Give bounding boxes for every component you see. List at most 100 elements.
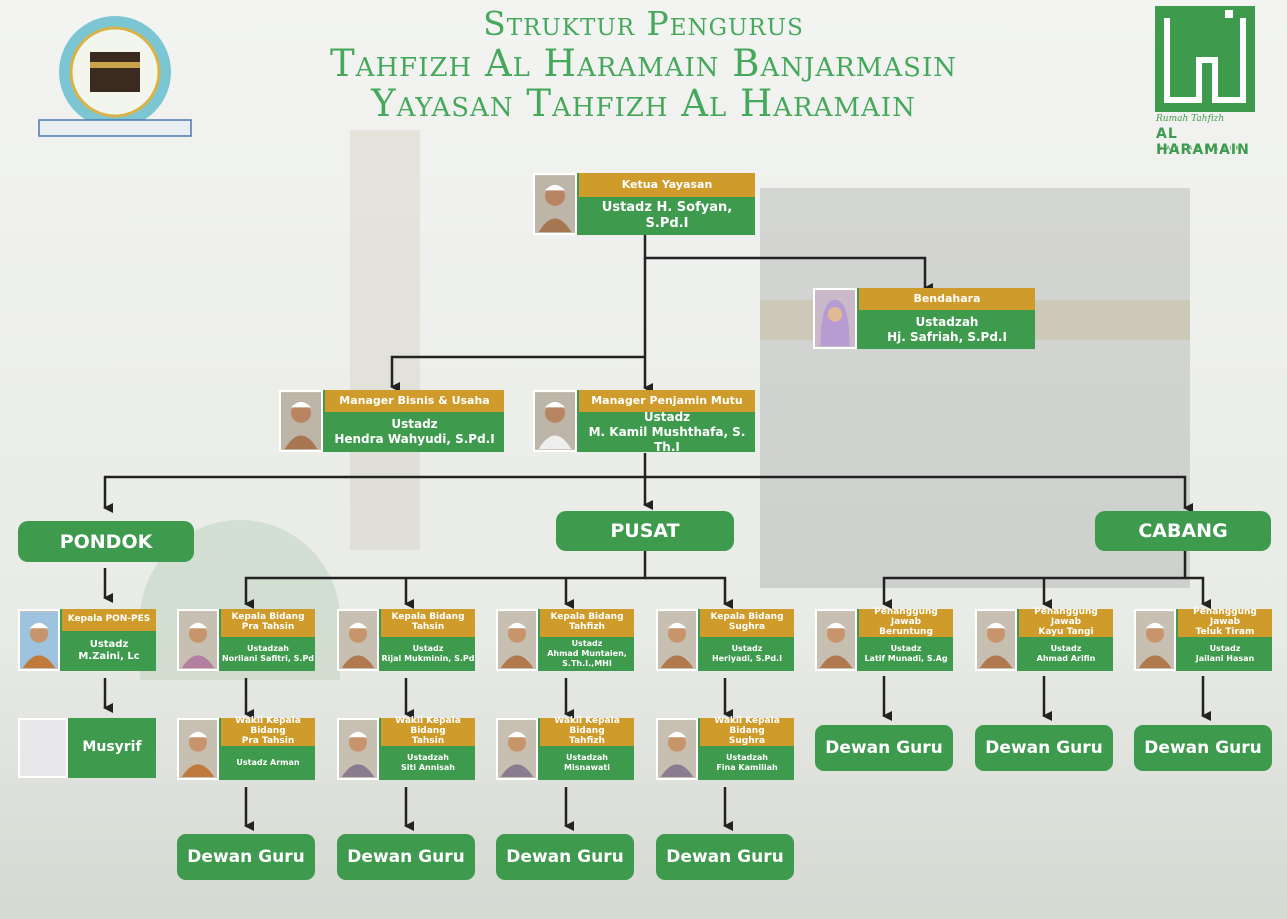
person-name-block: Ustadz Jailani Hasan xyxy=(1178,637,1272,671)
role-label: Penanggung Jawab Beruntung xyxy=(859,607,953,637)
right-logo-name: AL HARAMAIN xyxy=(1156,126,1250,158)
photo-bendahara xyxy=(813,288,857,349)
person-name: Ahmad Muntaien, S.Th.I.,MHI xyxy=(547,649,627,668)
right-logo: Rumah Tahfizh AL HARAMAIN BANJARMASIN xyxy=(1150,6,1260,158)
person-name-block: Ustadz Latif Munadi, S.Ag xyxy=(859,637,953,671)
person-name: Ahmad Arifin xyxy=(1036,654,1096,663)
person-name-block: Ustadz Rijal Mukminin, S.Pd xyxy=(381,637,475,671)
card-kepala-bidang-2: Kepala Bidang Tahfizh Ustadz Ahmad Munta… xyxy=(496,609,634,671)
person-photo xyxy=(656,609,698,671)
role-label: Penanggung Jawab Teluk Tiram xyxy=(1178,607,1272,637)
person-title: Ustadzah xyxy=(247,644,289,653)
person-name-block: Ustadzah Siti Annisah xyxy=(381,746,475,780)
role-label: Wakil Kepala Bidang Tahfizh xyxy=(540,716,634,746)
role-line-1: Penanggung Jawab xyxy=(1193,607,1257,628)
dewan-guru-pra-tahsin: Dewan Guru xyxy=(177,834,315,880)
role-label: Kepala Bidang Tahfizh xyxy=(540,609,634,637)
person-title: Ustadzah xyxy=(726,753,768,762)
role-label: Wakil Kepala Bidang Sughra xyxy=(700,716,794,746)
person-name-block: Ustadz Heriyadi, S.Pd.I xyxy=(700,637,794,671)
role-line-2: Pra Tahsin xyxy=(241,622,295,632)
person-name: Heriyadi, S.Pd.I xyxy=(711,654,783,663)
dewan-guru-teluk-tiram: Dewan Guru xyxy=(1134,725,1272,771)
person-title: Ustadz xyxy=(1050,644,1082,653)
card-ketua-yayasan: Ketua Yayasan Ustadz H. Sofyan, S.Pd.I xyxy=(533,173,755,235)
card-cabang-0: Penanggung Jawab Beruntung Ustadz Latif … xyxy=(815,607,953,671)
person-photo xyxy=(177,609,219,671)
person-photo xyxy=(656,718,698,780)
card-kepala-ponpes: Kepala PON-PES Ustadz M.Zaini, Lc xyxy=(18,609,156,671)
role-line-1: Wakil Kepala Bidang xyxy=(554,716,620,737)
dewan-guru-beruntung: Dewan Guru xyxy=(815,725,953,771)
card-wakil-bidang-2: Wakil Kepala Bidang Tahfizh Ustadzah Mis… xyxy=(496,716,634,780)
bendahara-name-block: Ustadzah Hj. Safriah, S.Pd.I xyxy=(859,310,1035,349)
manager-bisnis-name-block: Ustadz Hendra Wahyudi, S.Pd.I xyxy=(325,412,504,452)
section-cabang: CABANG xyxy=(1095,511,1271,551)
photo-placeholder xyxy=(18,718,68,778)
left-logo xyxy=(35,12,195,140)
person-photo xyxy=(496,609,538,671)
person-title: Ustadz xyxy=(1209,644,1241,653)
person-title: Ustadzah xyxy=(407,753,449,762)
person-name-block: Ustadz Arman xyxy=(221,746,315,780)
role-line-2: Tahsin xyxy=(411,735,445,746)
photo-kepala-ponpes xyxy=(18,609,60,671)
person-photo xyxy=(1134,609,1176,671)
manager-bisnis-name: Hendra Wahyudi, S.Pd.I xyxy=(334,432,495,446)
card-manager-mutu: Manager Penjamin Mutu Ustadz M. Kamil Mu… xyxy=(533,390,755,454)
person-name-block: Ustadz Ahmad Arifin xyxy=(1019,637,1113,671)
manager-mutu-title: Ustadz xyxy=(643,409,691,424)
card-kepala-bidang-1: Kepala Bidang Tahsin Ustadz Rijal Mukmin… xyxy=(337,609,475,671)
dewan-guru-tahfizh: Dewan Guru xyxy=(496,834,634,880)
role-line-2: Kayu Tangi xyxy=(1038,626,1094,637)
person-title: Ustadz xyxy=(890,644,922,653)
role-line-2: Sughra xyxy=(728,622,766,632)
right-logo-city: BANJARMASIN xyxy=(1158,145,1244,152)
card-wakil-bidang-3: Wakil Kepala Bidang Sughra Ustadzah Fina… xyxy=(656,716,794,780)
role-line-1: Kepala Bidang xyxy=(391,612,465,623)
manager-mutu-name: M. Kamil Mushthafa, S. Th.I xyxy=(588,424,746,454)
manager-bisnis-role: Manager Bisnis & Usaha xyxy=(325,390,504,412)
role-line-2: Teluk Tiram xyxy=(1195,626,1255,637)
manager-mutu-name-block: Ustadz M. Kamil Mushthafa, S. Th.I xyxy=(579,409,755,454)
person-name: Latif Munadi, S.Ag xyxy=(864,654,948,663)
dewan-guru-sughra: Dewan Guru xyxy=(656,834,794,880)
role-label: Wakil Kepala Bidang Tahsin xyxy=(381,716,475,746)
photo-manager-bisnis xyxy=(279,390,323,452)
person-title: Ustadz xyxy=(571,639,603,648)
person-photo xyxy=(177,718,219,780)
minaret-shape xyxy=(350,130,420,550)
title-line-2: Tahfizh Al Haramain Banjarmasin xyxy=(330,42,957,85)
role-line-1: Penanggung Jawab xyxy=(874,607,938,628)
role-line-1: Penanggung Jawab xyxy=(1034,607,1098,628)
card-kepala-bidang-0: Kepala Bidang Pra Tahsin Ustadzah Norlia… xyxy=(177,609,315,671)
person-name-block: Ustadzah Misnawati xyxy=(540,746,634,780)
bendahara-name: Hj. Safriah, S.Pd.I xyxy=(887,329,1007,344)
title-line-3: Yayasan Tahfizh Al Haramain xyxy=(371,82,916,125)
role-line-1: Kepala Bidang xyxy=(231,612,305,623)
card-wakil-bidang-0: Wakil Kepala Bidang Pra Tahsin Ustadz Ar… xyxy=(177,716,315,780)
person-title: Ustadz xyxy=(412,644,444,653)
role-label: Kepala Bidang Sughra xyxy=(700,609,794,637)
kepala-ponpes-name: M.Zaini, Lc xyxy=(78,651,140,662)
person-name: Siti Annisah xyxy=(400,763,456,772)
person-title: Ustadz xyxy=(731,644,763,653)
person-name: Jailani Hasan xyxy=(1195,654,1255,663)
person-photo xyxy=(496,718,538,780)
manager-mutu-role: Manager Penjamin Mutu xyxy=(579,390,755,412)
dewan-guru-tahsin: Dewan Guru xyxy=(337,834,475,880)
person-name-block: Ustadzah Norliani Safitri, S.Pd xyxy=(221,637,315,671)
person-name: Norliani Safitri, S.Pd xyxy=(221,654,315,663)
dewan-guru-kayu-tangi: Dewan Guru xyxy=(975,725,1113,771)
musyrif-label: Musyrif xyxy=(82,739,142,756)
person-title: Ustadzah xyxy=(566,753,608,762)
role-line-1: Wakil Kepala Bidang xyxy=(235,716,301,737)
role-label: Penanggung Jawab Kayu Tangi xyxy=(1019,607,1113,637)
kepala-ponpes-role: Kepala PON-PES xyxy=(62,609,156,631)
role-line-1: Kepala Bidang xyxy=(550,612,624,623)
person-name: Ustadz Arman xyxy=(236,758,300,767)
role-line-2: Tahfizh xyxy=(569,622,605,632)
card-wakil-bidang-1: Wakil Kepala Bidang Tahsin Ustadzah Siti… xyxy=(337,716,475,780)
role-line-1: Wakil Kepala Bidang xyxy=(714,716,780,737)
